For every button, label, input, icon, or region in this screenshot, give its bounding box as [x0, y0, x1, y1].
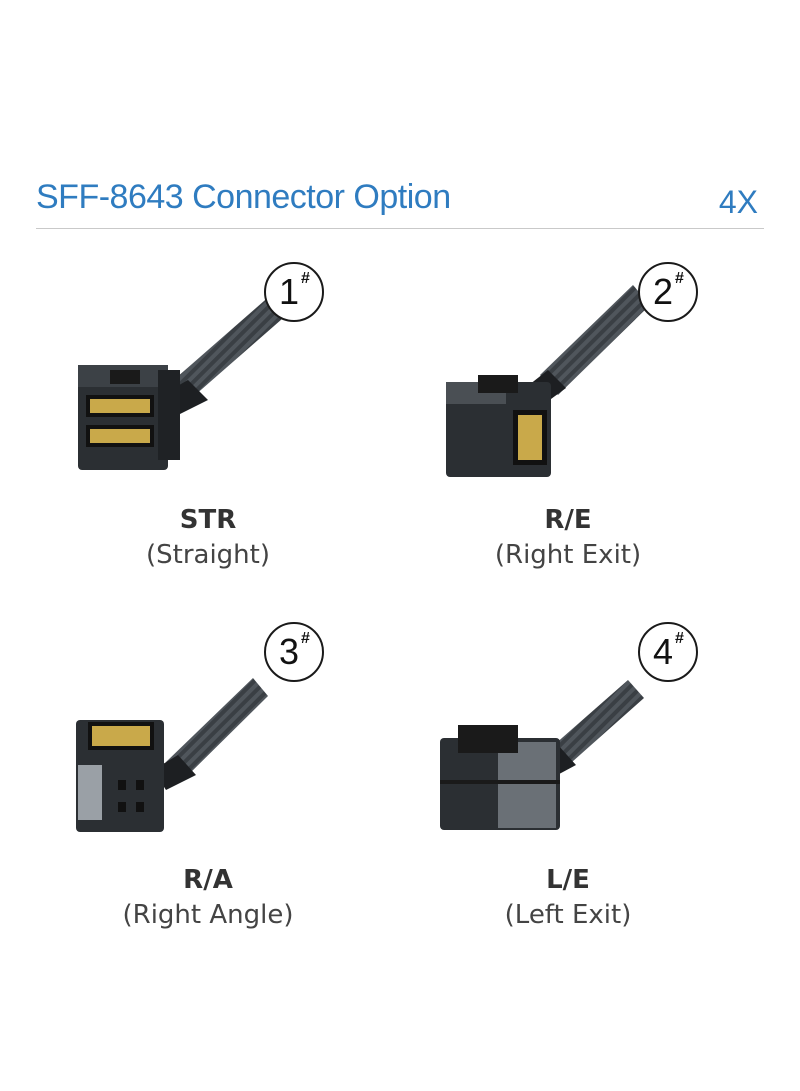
option-1[interactable]: 1 # STR (Straight)	[28, 250, 388, 580]
section-header: SFF-8643 Connector Option 4X	[36, 178, 764, 229]
option-number-badge: 1 #	[264, 262, 324, 322]
section-title: SFF-8643 Connector Option	[36, 178, 451, 216]
option-code: STR	[179, 505, 237, 535]
straight-connector-image	[78, 280, 306, 470]
option-number-badge: 3 #	[264, 622, 324, 682]
option-4[interactable]: 4 # L/E (Left Exit)	[388, 610, 748, 940]
option-code: L/E	[546, 865, 590, 895]
option-description: (Left Exit)	[504, 900, 632, 930]
lane-count: 4X	[718, 184, 758, 220]
option-number-badge: 2 #	[638, 262, 698, 322]
option-code: R/A	[183, 865, 233, 895]
option-description: (Right Exit)	[494, 540, 642, 570]
right-exit-connector-image	[446, 285, 650, 477]
option-3[interactable]: 3 # R/A (Right Angle)	[28, 610, 388, 940]
option-description: (Right Angle)	[122, 900, 294, 930]
option-2[interactable]: 2 # R/E (Right Exit)	[388, 250, 748, 580]
option-number-badge: 4 #	[638, 622, 698, 682]
right-angle-connector-image	[76, 678, 268, 832]
option-description: (Straight)	[145, 540, 270, 570]
option-code: R/E	[544, 505, 592, 535]
left-exit-connector-image	[440, 680, 644, 830]
